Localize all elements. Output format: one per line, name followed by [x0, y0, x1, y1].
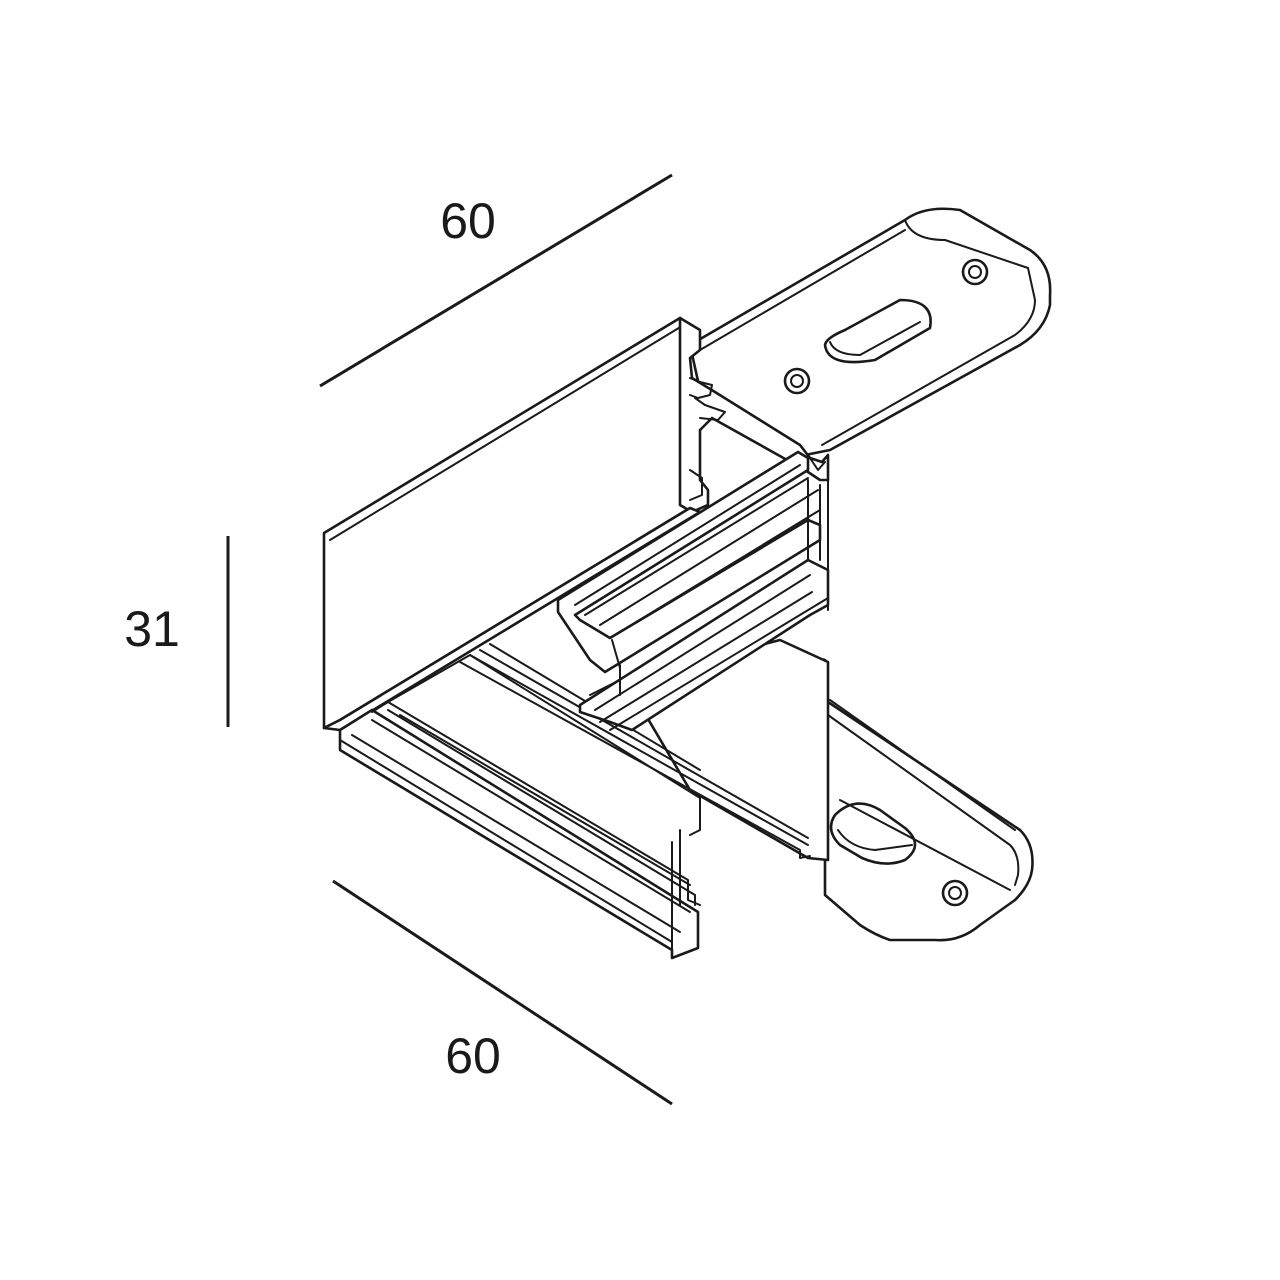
upper-mounting-bracket — [688, 207, 1052, 457]
upper-bracket-hole — [961, 258, 989, 286]
top-dimension-line — [319, 173, 673, 388]
lower-bracket-hole — [941, 879, 969, 907]
upper-bracket-hole — [783, 367, 811, 395]
height-dimension-label: 31 — [124, 601, 180, 657]
bottom-dimension-label: 60 — [445, 1028, 501, 1084]
lower-mounting-bracket — [778, 648, 1034, 942]
profile-body — [322, 316, 830, 960]
bottom-dimension-line — [332, 879, 673, 1106]
top-dimension-label: 60 — [440, 193, 496, 249]
upper-bracket-slot — [823, 298, 932, 364]
lower-bracket-slot — [829, 802, 917, 865]
lower-channel-rail — [338, 708, 700, 960]
